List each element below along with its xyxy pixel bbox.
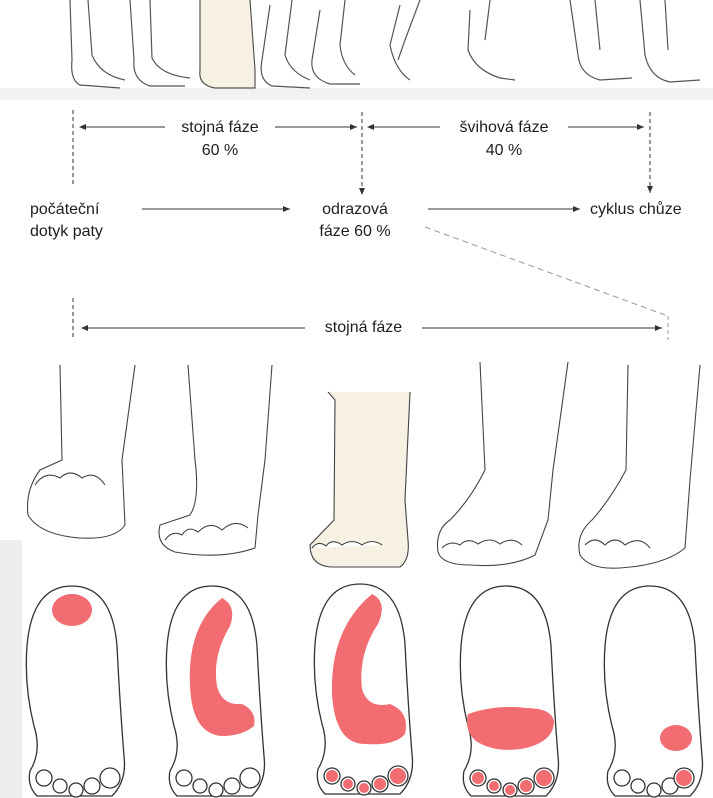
- heel-contact-label: počáteční: [30, 200, 99, 219]
- heel-contact-label-line2: dotyk paty: [30, 222, 103, 241]
- swing-phase-percent: 40 %: [440, 141, 568, 160]
- gait-cycle-label: cyklus chůze: [590, 200, 682, 219]
- bottom-stance-label: stojná fáze: [305, 318, 422, 337]
- toe-off-label-line2: fáze 60 %: [290, 222, 420, 241]
- swing-phase-label: švihová fáze: [440, 118, 568, 137]
- toe-off-label: odrazová: [290, 200, 420, 219]
- stance-phase-percent: 60 %: [166, 141, 274, 160]
- stance-phase-label: stojná fáze: [166, 118, 274, 137]
